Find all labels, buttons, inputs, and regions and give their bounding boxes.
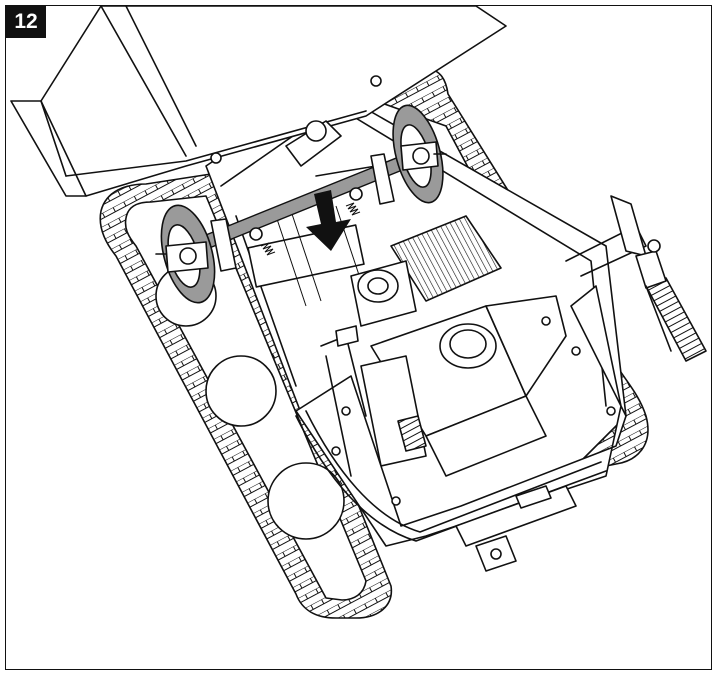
fuel-cap [350,260,417,327]
left-wheel [155,204,216,304]
bottom-mount [475,535,517,572]
front-plate [295,285,627,547]
cooling-fins [390,215,502,302]
right-wheel [392,104,447,204]
hinge-assembly [210,75,382,167]
left-brackets [320,325,367,477]
suspension-springs [260,202,361,256]
dump-bucket [10,6,507,197]
figure-frame: 12 [5,5,712,670]
down-arrow-icon [306,190,351,251]
control-handle [565,195,707,362]
tracked-dumper-illustration [10,6,707,619]
step-number-badge: 12 [6,6,46,38]
front-bumper [295,410,607,547]
